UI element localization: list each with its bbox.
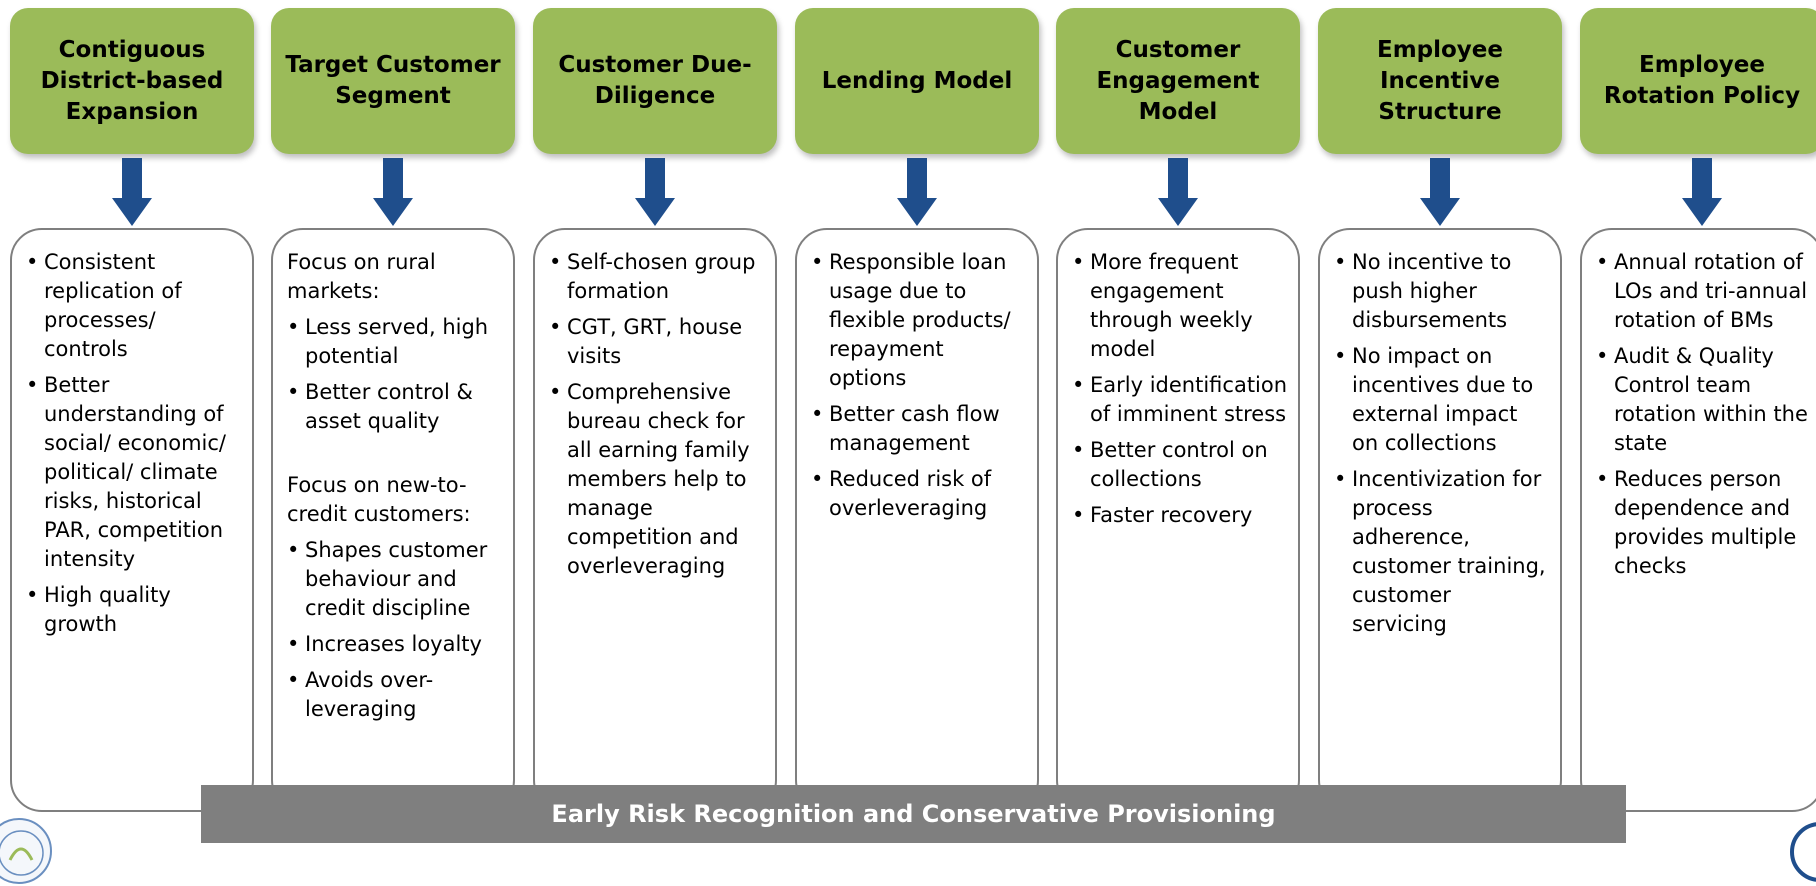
down-arrow-icon	[1158, 158, 1198, 226]
bullet-item: Audit & Quality Control team rotation wi…	[1596, 342, 1812, 458]
bullet-list: Annual rotation of LOs and tri-annual ro…	[1596, 248, 1812, 581]
bullet-item: Annual rotation of LOs and tri-annual ro…	[1596, 248, 1812, 335]
bullet-item: Self-chosen group formation	[549, 248, 765, 306]
bullet-list: No incentive to push higher disbursement…	[1334, 248, 1550, 639]
bullet-item: More frequent engagement through weekly …	[1072, 248, 1288, 364]
bullet-item: High quality growth	[26, 581, 242, 639]
down-arrow-icon	[1682, 158, 1722, 226]
pillar-details: Consistent replication of processes/ con…	[10, 228, 254, 812]
section-spacer	[287, 443, 503, 471]
bullet-item: Faster recovery	[1072, 501, 1288, 530]
down-arrow-icon	[373, 158, 413, 226]
pillar-details: Annual rotation of LOs and tri-annual ro…	[1580, 228, 1816, 812]
pillar-details: More frequent engagement through weekly …	[1056, 228, 1300, 812]
bullet-item: Consistent replication of processes/ con…	[26, 248, 242, 364]
bullet-list: Consistent replication of processes/ con…	[26, 248, 242, 639]
bullet-item: Better cash flow management	[811, 400, 1027, 458]
bullet-item: No impact on incentives due to external …	[1334, 342, 1550, 458]
bullet-list: More frequent engagement through weekly …	[1072, 248, 1288, 530]
bullet-list: Self-chosen group formationCGT, GRT, hou…	[549, 248, 765, 581]
bullet-item: No incentive to push higher disbursement…	[1334, 248, 1550, 335]
pillar-header: Contiguous District-based Expansion	[10, 8, 254, 154]
bullet-item: Less served, high potential	[287, 313, 503, 371]
bullet-item: Better control & asset quality	[287, 378, 503, 436]
bullet-item: Better control on collections	[1072, 436, 1288, 494]
section-intro: Focus on rural markets:	[287, 250, 436, 303]
pillar-column: Employee Rotation Policy Annual rotation…	[1580, 0, 1816, 843]
pillar-header: Lending Model	[795, 8, 1039, 154]
bullet-item: CGT, GRT, house visits	[549, 313, 765, 371]
pillar-column: Target Customer Segment Focus on rural m…	[271, 0, 515, 843]
down-arrow-icon	[112, 158, 152, 226]
pillar-details: Responsible loan usage due to flexible p…	[795, 228, 1039, 812]
pillar-header: Employee Rotation Policy	[1580, 8, 1816, 154]
bullet-item: Increases loyalty	[287, 630, 503, 659]
bullet-item: Better understanding of social/ economic…	[26, 371, 242, 574]
company-logo-icon	[0, 818, 52, 884]
pillar-column: Customer Engagement Model More frequent …	[1056, 0, 1300, 843]
bullet-item: Reduced risk of overleveraging	[811, 465, 1027, 523]
pillar-column: Customer Due-Diligence Self-chosen group…	[533, 0, 777, 843]
pillar-column: Contiguous District-based Expansion Cons…	[10, 0, 254, 843]
down-arrow-icon	[1420, 158, 1460, 226]
bullet-list: Shapes customer behaviour and credit dis…	[287, 536, 503, 724]
pillar-header: Employee Incentive Structure	[1318, 8, 1562, 154]
pillar-details: Self-chosen group formationCGT, GRT, hou…	[533, 228, 777, 812]
pillar-column: Employee Incentive Structure No incentiv…	[1318, 0, 1562, 843]
pillar-header: Customer Engagement Model	[1056, 8, 1300, 154]
pillar-header: Target Customer Segment	[271, 8, 515, 154]
pillar-details: No incentive to push higher disbursement…	[1318, 228, 1562, 812]
pillar-column: Lending Model Responsible loan usage due…	[795, 0, 1039, 843]
pillar-details: Focus on rural markets: Less served, high…	[271, 228, 515, 812]
bullet-item: Responsible loan usage due to flexible p…	[811, 248, 1027, 393]
section-intro: Focus on new-to-credit customers:	[287, 473, 471, 526]
bullet-item: Avoids over-leveraging	[287, 666, 503, 724]
bullet-item: Early identification of imminent stress	[1072, 371, 1288, 429]
bullet-list: Responsible loan usage due to flexible p…	[811, 248, 1027, 523]
down-arrow-icon	[897, 158, 937, 226]
pillar-header: Customer Due-Diligence	[533, 8, 777, 154]
bullet-item: Comprehensive bureau check for all earni…	[549, 378, 765, 581]
bullet-item: Shapes customer behaviour and credit dis…	[287, 536, 503, 623]
bullet-item: Reduces person dependence and provides m…	[1596, 465, 1812, 581]
footer-banner: Early Risk Recognition and Conservative …	[201, 785, 1626, 843]
down-arrow-icon	[635, 158, 675, 226]
bullet-item: Incentivization for process adherence, c…	[1334, 465, 1550, 639]
bullet-list: Less served, high potentialBetter contro…	[287, 313, 503, 436]
